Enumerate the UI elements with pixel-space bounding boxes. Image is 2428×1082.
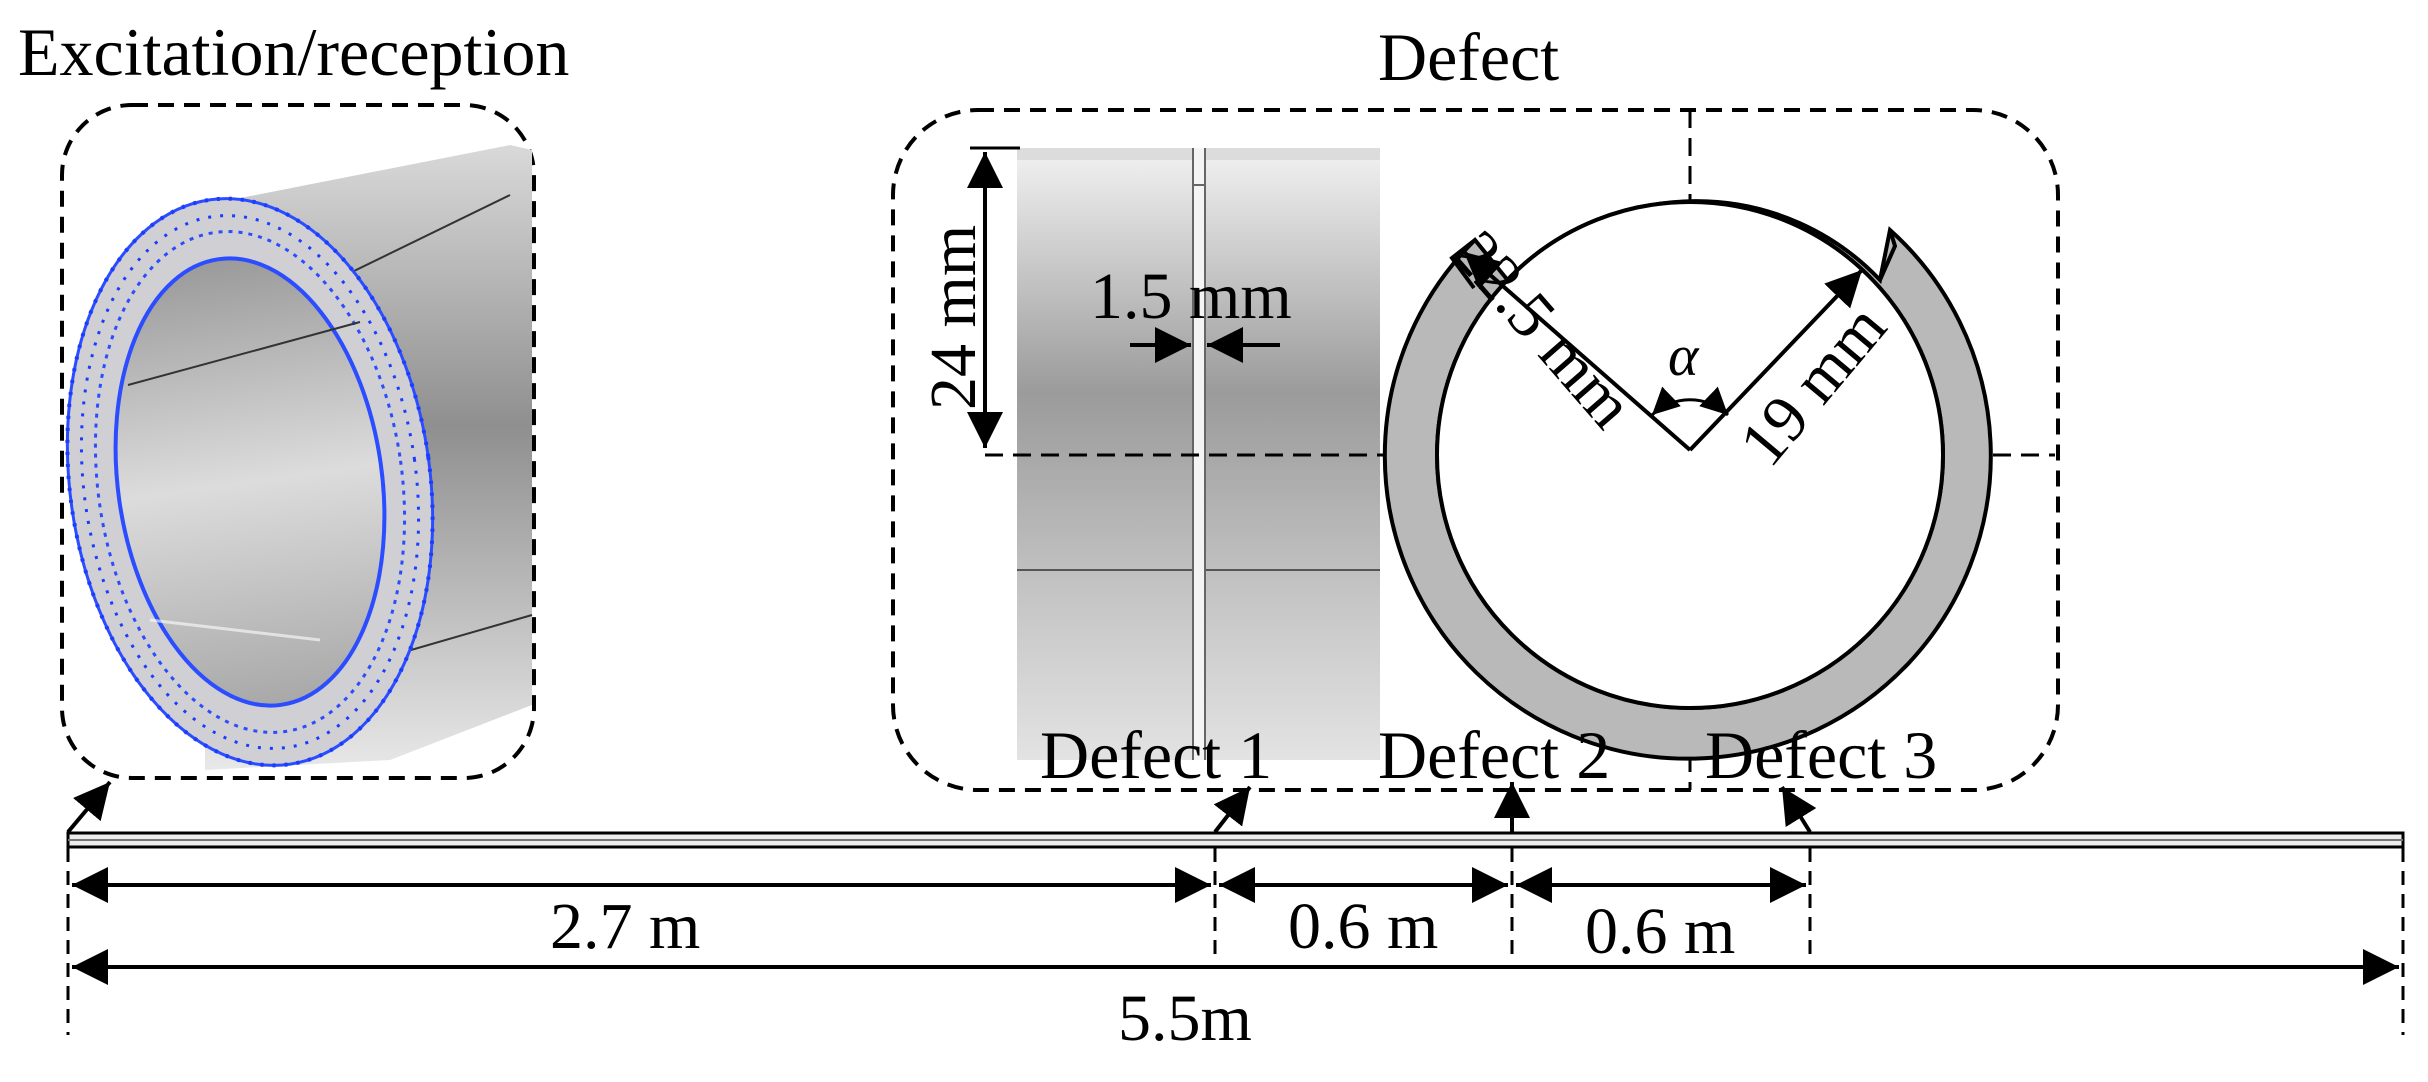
defect-cross-section: α 22.5 mm 19 mm — [1382, 199, 1993, 761]
defect3-pointer — [1780, 785, 1817, 834]
dist1-label: 2.7 m — [550, 890, 700, 963]
defect-title: Defect — [1378, 19, 1559, 95]
excitation-pipe-3d — [65, 145, 533, 770]
excitation-title: Excitation/reception — [18, 14, 569, 90]
excitation-pointer — [66, 780, 112, 834]
defect3-label: Defect 3 — [1705, 717, 1937, 793]
dist3-label: 0.6 m — [1585, 895, 1735, 968]
dist2-label: 0.6 m — [1288, 890, 1438, 963]
extension-lines — [66, 848, 2405, 1035]
defect1-pointer — [1213, 785, 1252, 834]
depth-label: 24 mm — [917, 225, 990, 410]
long-pipe — [66, 831, 2405, 849]
defect-frame — [891, 108, 2060, 792]
excitation-frame — [60, 103, 536, 780]
total-label: 5.5m — [1118, 982, 1252, 1055]
width-dimension: 1.5 mm — [1090, 260, 1292, 363]
defect2-label: Defect 2 — [1378, 717, 1610, 793]
depth-dimension: 24 mm — [917, 146, 1020, 448]
defect1-label: Defect 1 — [1040, 717, 1272, 793]
angle-label: α — [1668, 323, 1700, 388]
width-label: 1.5 mm — [1090, 260, 1292, 333]
defect-side-view — [1017, 148, 1380, 760]
distance-dimensions — [72, 867, 2399, 985]
